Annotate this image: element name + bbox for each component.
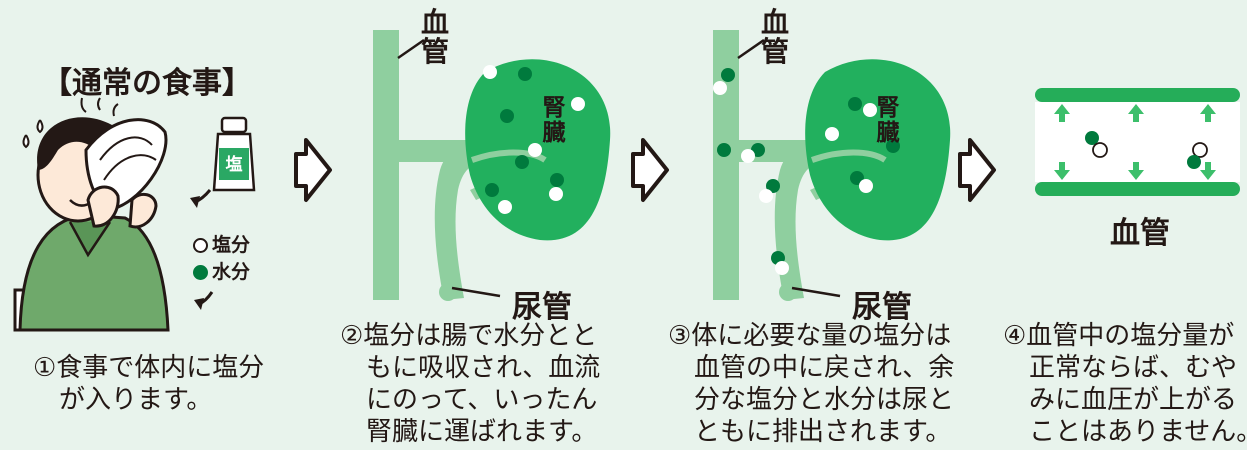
vessel-section-diagram bbox=[1035, 88, 1240, 196]
arrow-right-icon bbox=[294, 138, 332, 202]
legend-water-label: 水分 bbox=[212, 261, 251, 283]
arrow-right-icon bbox=[631, 138, 669, 202]
vessel-kidney-diagram-2 bbox=[373, 30, 611, 301]
arrow-up-icon bbox=[1054, 104, 1216, 122]
arrow-right-icon bbox=[958, 138, 996, 202]
vessel-section-label: 血管 bbox=[1110, 216, 1170, 251]
salt-dot-icon bbox=[193, 238, 208, 253]
arrow-down-icon bbox=[1054, 162, 1216, 180]
caption-step-2: ②塩分は腸で水分とと もに吸収され、血流 にのって、いったん 腎臓に運ばれます。 bbox=[340, 321, 601, 447]
ureter-label-2: 尿管 bbox=[512, 290, 572, 325]
salt-bottle-label: 塩 bbox=[226, 154, 243, 175]
vessel-label-2: 血管 bbox=[420, 6, 449, 68]
meal-title: 【通常の食事】 bbox=[42, 66, 252, 101]
legend: 塩分 水分 bbox=[193, 232, 250, 286]
water-dot-icon bbox=[193, 265, 208, 280]
caption-step-3: ③体に必要な量の塩分は 血管の中に戻され、余 分な塩分と水分は尿と ともに排出さ… bbox=[668, 321, 955, 447]
kidney-label-2: 腎臓 bbox=[542, 95, 566, 146]
vessel-label-3: 血管 bbox=[760, 6, 789, 68]
kidney-label-3: 腎臓 bbox=[876, 95, 900, 146]
caption-step-1: ①食事で体内に塩分 が入ります。 bbox=[33, 353, 265, 415]
salt-bottle-icon bbox=[212, 116, 256, 192]
vessel-kidney-diagram-3 bbox=[713, 30, 951, 301]
legend-salt: 塩分 bbox=[193, 232, 250, 259]
ureter-label-3: 尿管 bbox=[852, 290, 912, 325]
person-eating-icon bbox=[13, 97, 170, 332]
legend-salt-label: 塩分 bbox=[212, 234, 251, 256]
caption-step-4: ④血管中の塩分量が 正常ならば、むや みに血圧が上がる ことはありません。 bbox=[1003, 321, 1247, 447]
legend-water: 水分 bbox=[193, 259, 250, 286]
